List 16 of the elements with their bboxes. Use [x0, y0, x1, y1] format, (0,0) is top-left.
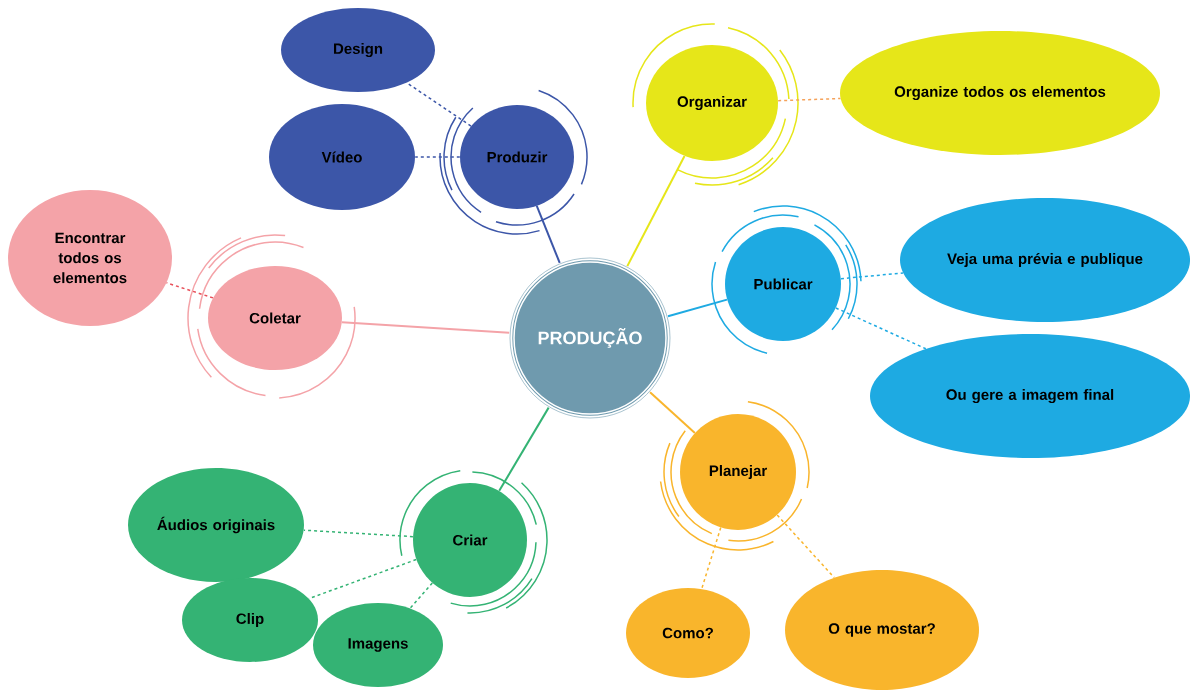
connector-line [535, 205, 561, 264]
connector-line [303, 529, 414, 538]
connector-line [835, 307, 927, 350]
connector-line [649, 391, 696, 434]
connector-line [840, 272, 904, 280]
connector-line [776, 514, 835, 579]
connector-line [667, 298, 729, 318]
connector-line [700, 526, 722, 590]
connector-line [414, 156, 461, 158]
connector-line [777, 97, 842, 102]
connector-line [165, 282, 214, 299]
connector-line [498, 406, 550, 492]
connector-line [626, 154, 686, 268]
connector-line [341, 321, 511, 334]
connector-line [405, 82, 472, 127]
connector-line [409, 582, 434, 610]
